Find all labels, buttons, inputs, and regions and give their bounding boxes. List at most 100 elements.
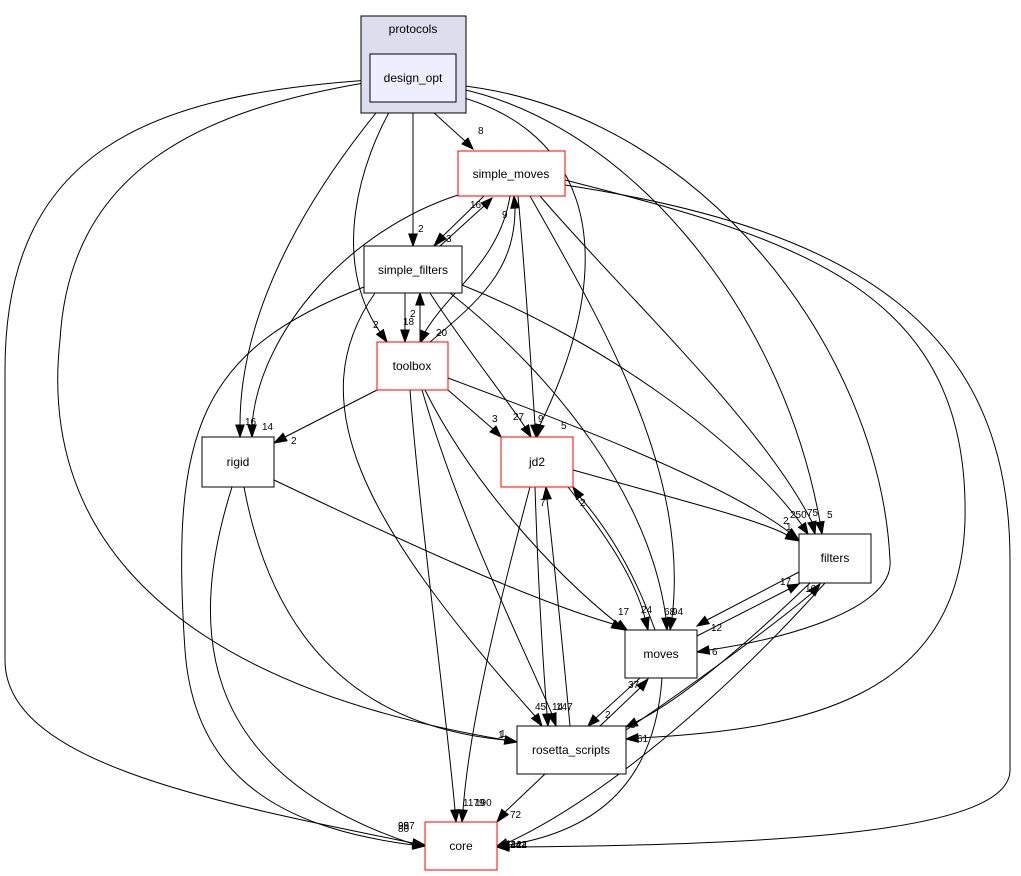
node-rosetta-scripts[interactable]: rosetta_scripts (516, 725, 627, 775)
edge-simple-filters-to-rosetta-scripts[interactable]: 45 (342, 292, 547, 728)
edge-simple-filters-to-filters[interactable]: 250 (461, 284, 809, 536)
edge-rigid-to-rosetta-scripts[interactable]: 1 (243, 486, 519, 745)
edge-rosetta-scripts-to-moves[interactable]: 37 (599, 677, 650, 727)
edge-simple-moves-to-simple-filters[interactable]: 3 (432, 195, 485, 248)
node-design-opt[interactable]: design_opt (369, 53, 457, 103)
edge-rosetta-scripts-to-core[interactable]: 72 (495, 773, 546, 824)
edge-line (353, 101, 396, 333)
arrowhead (661, 617, 671, 632)
node-simple-filters[interactable]: simple_filters (363, 245, 463, 294)
edge-label: 14 (552, 702, 564, 713)
edge-jd2-to-core[interactable]: 190 (458, 486, 531, 824)
edge-line (625, 592, 813, 731)
edge-simple-filters-to-toolbox[interactable]: 18 (400, 293, 415, 344)
edge-line (455, 87, 821, 523)
edge-toolbox-to-simple-moves[interactable]: 9 (429, 194, 520, 343)
edge-moves-to-jd2[interactable]: 2 (572, 485, 656, 631)
edge-design-opt-to-toolbox[interactable]: 2 (353, 101, 396, 344)
edge-design-opt-to-filters[interactable]: 5 (455, 87, 833, 536)
node-core[interactable]: core (424, 821, 498, 871)
edge-line (706, 571, 800, 621)
edge-label: 27 (513, 412, 525, 423)
arrowhead (807, 520, 817, 536)
edge-line (508, 184, 1011, 848)
edge-design-opt-to-moves[interactable]: 6 (455, 84, 891, 658)
edge-toolbox-to-rigid[interactable]: 2 (272, 389, 378, 447)
edge-rosetta-scripts-to-filters[interactable]: 16 (625, 582, 822, 731)
edge-line (517, 195, 536, 426)
edge-jd2-to-moves[interactable]: 24 (567, 486, 653, 632)
edge-line (508, 677, 663, 846)
edge-design-opt-to-rosetta-scripts[interactable]: 1 (57, 81, 519, 745)
edge-simple-filters-to-jd2[interactable]: 27 (429, 292, 532, 439)
edge-moves-to-rosetta-scripts[interactable]: 2 (586, 677, 641, 728)
edge-label: 37 (628, 680, 640, 691)
edge-rigid-to-moves[interactable]: 13 (273, 479, 627, 631)
edge-line (564, 179, 966, 739)
arrowhead (797, 521, 809, 536)
edge-simple-moves-to-rosetta-scripts[interactable]: 61 (564, 179, 966, 745)
edge-label: 12 (711, 623, 723, 634)
edge-label: 72 (510, 810, 522, 821)
edge-moves-to-filters[interactable]: 17 (696, 577, 801, 637)
edge-toolbox-to-jd2[interactable]: 3 (447, 389, 503, 439)
arrowhead (640, 616, 650, 632)
node-filters[interactable]: filters (798, 533, 872, 584)
edge-line (447, 389, 494, 430)
edge-label: 3 (492, 414, 498, 425)
edge-label: 8 (478, 126, 484, 137)
edge-toolbox-to-core[interactable]: 1179 (409, 389, 485, 824)
edge-jd2-to-filters[interactable]: 1 (572, 469, 801, 542)
edge-line (539, 195, 813, 523)
edge-toolbox-to-simple-filters[interactable]: 2 (410, 291, 425, 342)
edge-simple-moves-to-jd2[interactable]: 9 (517, 195, 544, 439)
arrowhead (411, 839, 427, 849)
edge-label: 2 (410, 309, 416, 320)
edge-line (4, 79, 414, 844)
node-toolbox[interactable]: toolbox (376, 341, 449, 391)
edge-label: 17 (780, 577, 792, 588)
arrowhead (420, 329, 430, 344)
edge-label: 7 (540, 498, 546, 509)
edge-line (546, 498, 571, 727)
arrowhead (415, 291, 425, 306)
edge-simple-moves-to-rigid[interactable]: 14 (247, 194, 459, 439)
edge-jd2-to-rosetta-scripts[interactable]: 14 (534, 486, 564, 728)
arrowhead (610, 619, 627, 631)
edge-line (429, 292, 526, 428)
arrowhead (786, 583, 801, 594)
arrowhead (530, 424, 540, 439)
edge-label: 94 (672, 607, 684, 618)
edge-line (447, 377, 790, 533)
arrowhead (432, 232, 447, 248)
edge-label: 5 (827, 510, 833, 521)
edge-label: 16 (805, 584, 817, 595)
edge-line (461, 284, 803, 526)
node-rigid[interactable]: rigid (201, 436, 275, 488)
edge-label: 1 (498, 730, 504, 741)
edge-rigid-to-core[interactable]: 99 (209, 486, 427, 849)
edge-simple-filters-to-simple-moves[interactable]: 16 (439, 196, 494, 247)
edge-simple-moves-to-filters[interactable]: 75 (539, 195, 819, 536)
arrowhead (375, 328, 388, 344)
edge-design-opt-to-rigid[interactable]: 16 (235, 101, 386, 439)
edge-line (534, 486, 548, 715)
edge-design-opt-to-simple-filters[interactable]: 2 (408, 102, 424, 248)
edge-simple-moves-to-toolbox[interactable]: 20 (420, 195, 511, 344)
cluster-label: protocols (389, 22, 438, 36)
node-moves[interactable]: moves (624, 629, 698, 679)
arrowhead (624, 733, 639, 743)
edge-filters-to-moves[interactable]: 12 (695, 571, 800, 634)
arrowhead (503, 735, 519, 745)
arrowhead (480, 196, 494, 210)
node-jd2[interactable]: jd2 (500, 436, 574, 488)
arrowhead (272, 432, 288, 444)
node-simple-moves[interactable]: simple_moves (457, 150, 566, 197)
edge-label: 75 (807, 508, 819, 519)
edge-moves-to-core[interactable]: 742 (495, 677, 663, 851)
edge-simple-filters-to-moves[interactable]: 68 (449, 292, 676, 632)
edge-label: 6 (712, 647, 718, 658)
arrowhead (495, 808, 510, 824)
edge-rosetta-scripts-to-jd2[interactable]: 7 (540, 485, 571, 727)
